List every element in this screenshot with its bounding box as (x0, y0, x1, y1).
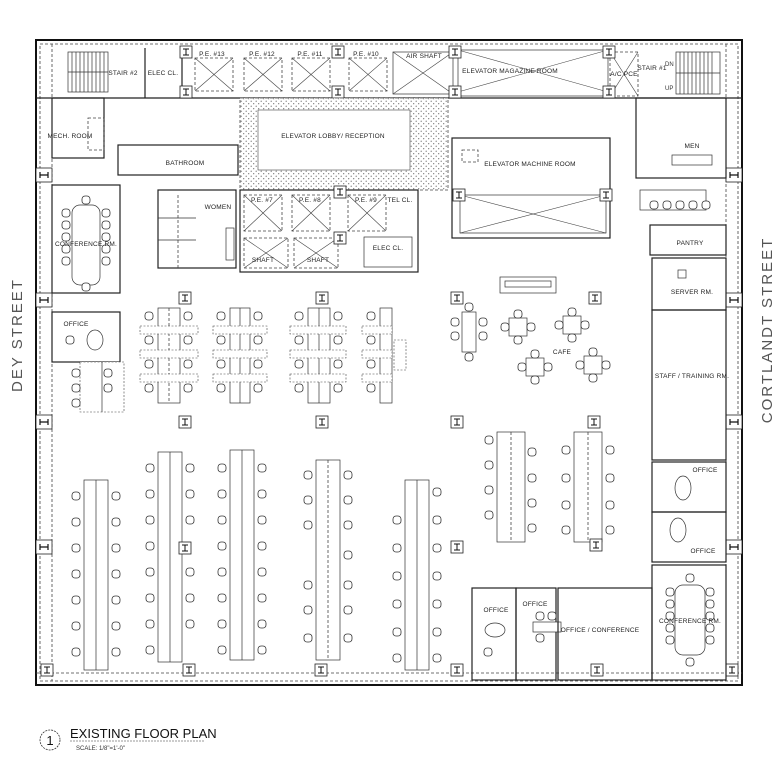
left-rooms: CONFERENCE RM. OFFICE (51, 184, 121, 363)
drawing-scale: SCALE: 1/8"=1'-0" (76, 746, 125, 752)
label-men: MEN (684, 143, 699, 150)
label-dn: DN (665, 62, 674, 68)
label-elevator-machine-room: ELEVATOR MACHINE ROOM (484, 161, 576, 168)
label-pe13: P.E. #13 (199, 51, 225, 58)
label-pantry: PANTRY (677, 240, 704, 247)
label-office-r2: OFFICE (690, 548, 715, 555)
label-pe11: P.E. #11 (297, 51, 322, 58)
label-office-conference: OFFICE / CONFERENCE (561, 627, 640, 634)
label-pe12: P.E. #12 (249, 51, 275, 58)
workstation-cluster-upper-left (71, 361, 125, 413)
label-conference-right: CONFERENCE RM. (659, 618, 721, 625)
mens-room: MEN (635, 97, 727, 211)
label-server-room: SERVER RM. (671, 289, 713, 296)
label-ac-pce: A/C PCE (610, 71, 638, 78)
right-rooms: PANTRY SERVER RM. STAFF / TRAINING RM. O… (649, 224, 729, 681)
restrooms: BATHROOM WOMEN (117, 144, 239, 269)
mech-room: MECH. ROOM (48, 97, 105, 159)
label-air-shaft: AIR SHAFT (406, 53, 442, 60)
cafe-area: CAFE (450, 276, 611, 385)
title-block: 1 EXISTING FLOOR PLAN SCALE: 1/8"=1'-0" (39, 726, 217, 752)
mid-core: P.E. #7 P.E. #8 P.E. #9 TEL CL. SHAFT SH… (239, 185, 419, 273)
label-pe9: P.E. #9 (355, 197, 377, 204)
label-office-b1: OFFICE (483, 607, 508, 614)
street-label-right: CORTLANDT STREET (759, 237, 776, 423)
label-elevator-lobby: ELEVATOR LOBBY/ RECEPTION (281, 133, 385, 140)
label-conference-left: CONFERENCE RM. (55, 241, 117, 248)
label-staff-training: STAFF / TRAINING RM. (655, 373, 729, 380)
label-office-b2: OFFICE (522, 601, 547, 608)
label-cafe: CAFE (553, 349, 572, 356)
label-elec-cl-mid: ELEC CL. (373, 245, 404, 252)
label-office-left: OFFICE (63, 321, 88, 328)
elevator-lobby: ELEVATOR LOBBY/ RECEPTION (239, 97, 449, 191)
street-label-left: DEY STREET (9, 278, 26, 392)
drawing-title: EXISTING FLOOR PLAN (70, 726, 217, 741)
label-pe10: P.E. #10 (353, 51, 379, 58)
workstation-cluster-right (484, 415, 615, 552)
label-women: WOMEN (205, 204, 232, 211)
label-mech-room: MECH. ROOM (48, 133, 93, 140)
drawing-number: 1 (46, 733, 53, 748)
workstation-rows-lower (71, 449, 464, 671)
label-tel-cl: TEL CL. (387, 197, 412, 204)
bottom-offices: OFFICE OFFICE OFFICE / CONFERENCE (471, 587, 653, 681)
label-pe7: P.E. #7 (251, 197, 273, 204)
label-shaft-1: SHAFT (252, 257, 274, 264)
workstation-rows-upper (139, 291, 602, 429)
label-up: UP (665, 86, 673, 92)
label-bathroom: BATHROOM (166, 160, 205, 167)
elevator-machine-room: ELEVATOR MACHINE ROOM (451, 137, 613, 239)
label-shaft-2: SHAFT (307, 257, 329, 264)
label-elevator-magazine-room: ELEVATOR MAGAZINE ROOM (462, 68, 558, 75)
top-core: STAIR #2 ELEC CL. P.E. #13 P.E. #12 P.E.… (36, 45, 742, 99)
label-stair-1: STAIR #1 (637, 65, 666, 72)
label-office-r1: OFFICE (692, 467, 717, 474)
label-elec-cl-top: ELEC CL. (148, 70, 179, 77)
label-stair-2: STAIR #2 (108, 70, 137, 77)
pe-shafts-top (194, 51, 454, 95)
label-pe8: P.E. #8 (299, 197, 321, 204)
